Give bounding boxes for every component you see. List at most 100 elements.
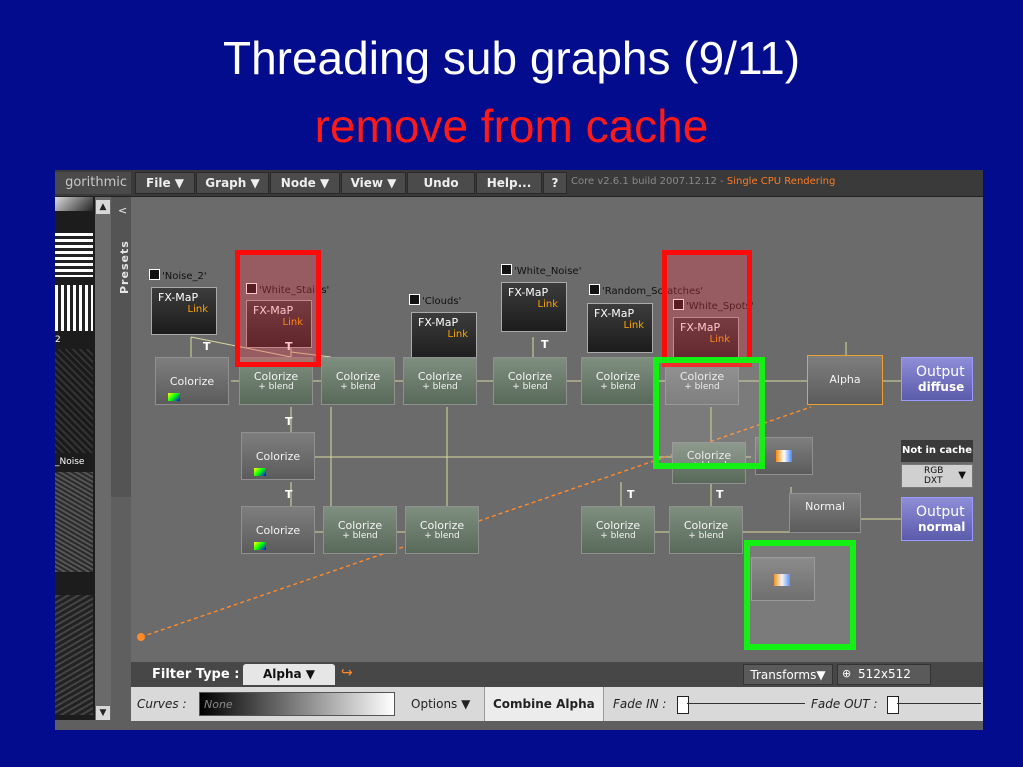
fade-in-label: Fade IN :	[613, 697, 667, 711]
thumbnail[interactable]	[55, 233, 93, 277]
filter-icon	[774, 574, 790, 586]
fx-label: 'Random_Scratches'	[589, 284, 703, 297]
curves-toolbar: Curves : None Options ▼ Combine Alpha Fa…	[131, 687, 983, 721]
fx-label: 'White_Spots'	[673, 299, 754, 312]
colorize-blend-node[interactable]: Colorize+ blend	[581, 506, 655, 554]
scroll-down-icon[interactable]: ▼	[96, 706, 110, 720]
menu-node[interactable]: Node ▼	[270, 172, 340, 194]
slider-handle[interactable]	[677, 696, 689, 714]
thumbnail-strip: 2 _Noise	[55, 197, 95, 720]
fx-label: 'Clouds'	[409, 294, 461, 307]
chevron-down-icon: ▼	[958, 470, 966, 481]
menu-graph[interactable]: Graph ▼	[196, 172, 269, 194]
t-label: T	[285, 488, 293, 501]
link-icon	[501, 264, 512, 275]
colorize-node[interactable]: Colorize	[241, 432, 315, 480]
menu-file[interactable]: File ▼	[135, 172, 195, 194]
thumbnail-label: 2	[55, 335, 61, 345]
curves-field[interactable]: None	[199, 692, 395, 716]
slide-subtitle: remove from cache	[314, 100, 709, 152]
colorize-node[interactable]: Colorize	[155, 357, 229, 405]
transforms-button[interactable]: Transforms▼	[743, 664, 833, 685]
filter-type-label: Filter Type :	[152, 667, 240, 682]
presets-label: Presets	[118, 240, 131, 294]
colorize-blend-node[interactable]: Colorize+ blend	[405, 506, 479, 554]
options-button[interactable]: Options ▼	[411, 697, 471, 711]
fx-label: 'White_Stains'	[246, 283, 329, 296]
resolution-field[interactable]: ⊕512x512	[837, 664, 931, 685]
gradient-icon	[168, 393, 180, 401]
colorize-blend-node[interactable]: Colorize+ blend	[321, 357, 395, 405]
presets-panel[interactable]	[111, 197, 131, 497]
colorize-blend-node[interactable]: Colorize+ blend	[669, 506, 743, 554]
curves-label: Curves :	[137, 697, 187, 711]
t-label: T	[203, 340, 211, 353]
scrollbar[interactable]	[95, 197, 111, 720]
t-label: T	[285, 340, 293, 353]
app-logo: gorithmic	[55, 172, 131, 194]
t-label: T	[541, 338, 549, 351]
menu-help[interactable]: Help...	[476, 172, 542, 194]
collapse-icon[interactable]: <	[118, 204, 128, 217]
t-label: T	[716, 488, 724, 501]
link-icon	[246, 283, 257, 294]
alpha-node[interactable]: Alpha	[807, 355, 883, 405]
t-label: T	[285, 415, 293, 428]
arrow-icon: ↪	[341, 665, 353, 681]
link-icon	[409, 294, 420, 305]
cache-status: Not in cache	[901, 440, 973, 462]
menu-view[interactable]: View ▼	[341, 172, 406, 194]
fade-out-label: Fade OUT :	[811, 697, 878, 711]
fade-in-slider[interactable]	[677, 693, 805, 715]
gradient-icon	[254, 468, 266, 476]
colorize-node[interactable]: Colorize	[241, 506, 315, 554]
scroll-up-icon[interactable]: ▲	[96, 200, 110, 214]
t-label: T	[627, 488, 635, 501]
highlight-red	[235, 250, 321, 367]
menu-question[interactable]: ?	[543, 172, 567, 194]
filter-icon	[776, 450, 792, 462]
combine-alpha-button[interactable]: Combine Alpha	[484, 687, 604, 721]
slide-title: Threading sub graphs (9/11)	[222, 32, 801, 84]
gradient-icon	[254, 542, 266, 550]
link-icon	[589, 284, 600, 295]
link-icon	[149, 269, 160, 280]
colorize-blend-node[interactable]: Colorize+ blend	[581, 357, 655, 405]
link-icon	[673, 299, 684, 310]
highlight-green	[653, 357, 765, 469]
thumbnail[interactable]	[55, 472, 93, 572]
filter-node[interactable]	[751, 557, 815, 601]
colorize-blend-node[interactable]: Colorize+ blend	[323, 506, 397, 554]
highlight-red	[662, 250, 752, 367]
thumbnail[interactable]	[55, 285, 93, 331]
menu-undo[interactable]: Undo	[407, 172, 475, 194]
slider-handle[interactable]	[887, 696, 899, 714]
fx-label: 'White_Noise'	[501, 264, 581, 277]
fx-label: 'Noise_2'	[149, 269, 207, 282]
highlight-green	[744, 540, 856, 650]
thumbnail-label: _Noise	[55, 457, 85, 467]
normal-node[interactable]: Normal	[789, 493, 861, 533]
colorize-blend-node[interactable]: Colorize+ blend	[493, 357, 567, 405]
menu-bar: gorithmic File ▼ Graph ▼ Node ▼ View ▼ U…	[55, 170, 983, 197]
filter-toolbar: Filter Type : Alpha ▼ ↪ Transforms▼ ⊕512…	[131, 662, 983, 687]
core-status: Core v2.6.1 build 2007.12.12 - Single CP…	[571, 176, 836, 187]
render-mode: Single CPU Rendering	[726, 176, 836, 187]
colorize-blend-node[interactable]: Colorize+ blend	[403, 357, 477, 405]
filter-type-select[interactable]: Alpha ▼	[243, 664, 335, 685]
thumbnail[interactable]	[55, 349, 93, 453]
fade-out-slider[interactable]	[887, 693, 981, 715]
app-screenshot: gorithmic File ▼ Graph ▼ Node ▼ View ▼ U…	[55, 170, 983, 730]
thumbnail[interactable]	[55, 197, 93, 211]
thumbnail[interactable]	[55, 595, 93, 715]
target-icon: ⊕	[842, 667, 852, 680]
